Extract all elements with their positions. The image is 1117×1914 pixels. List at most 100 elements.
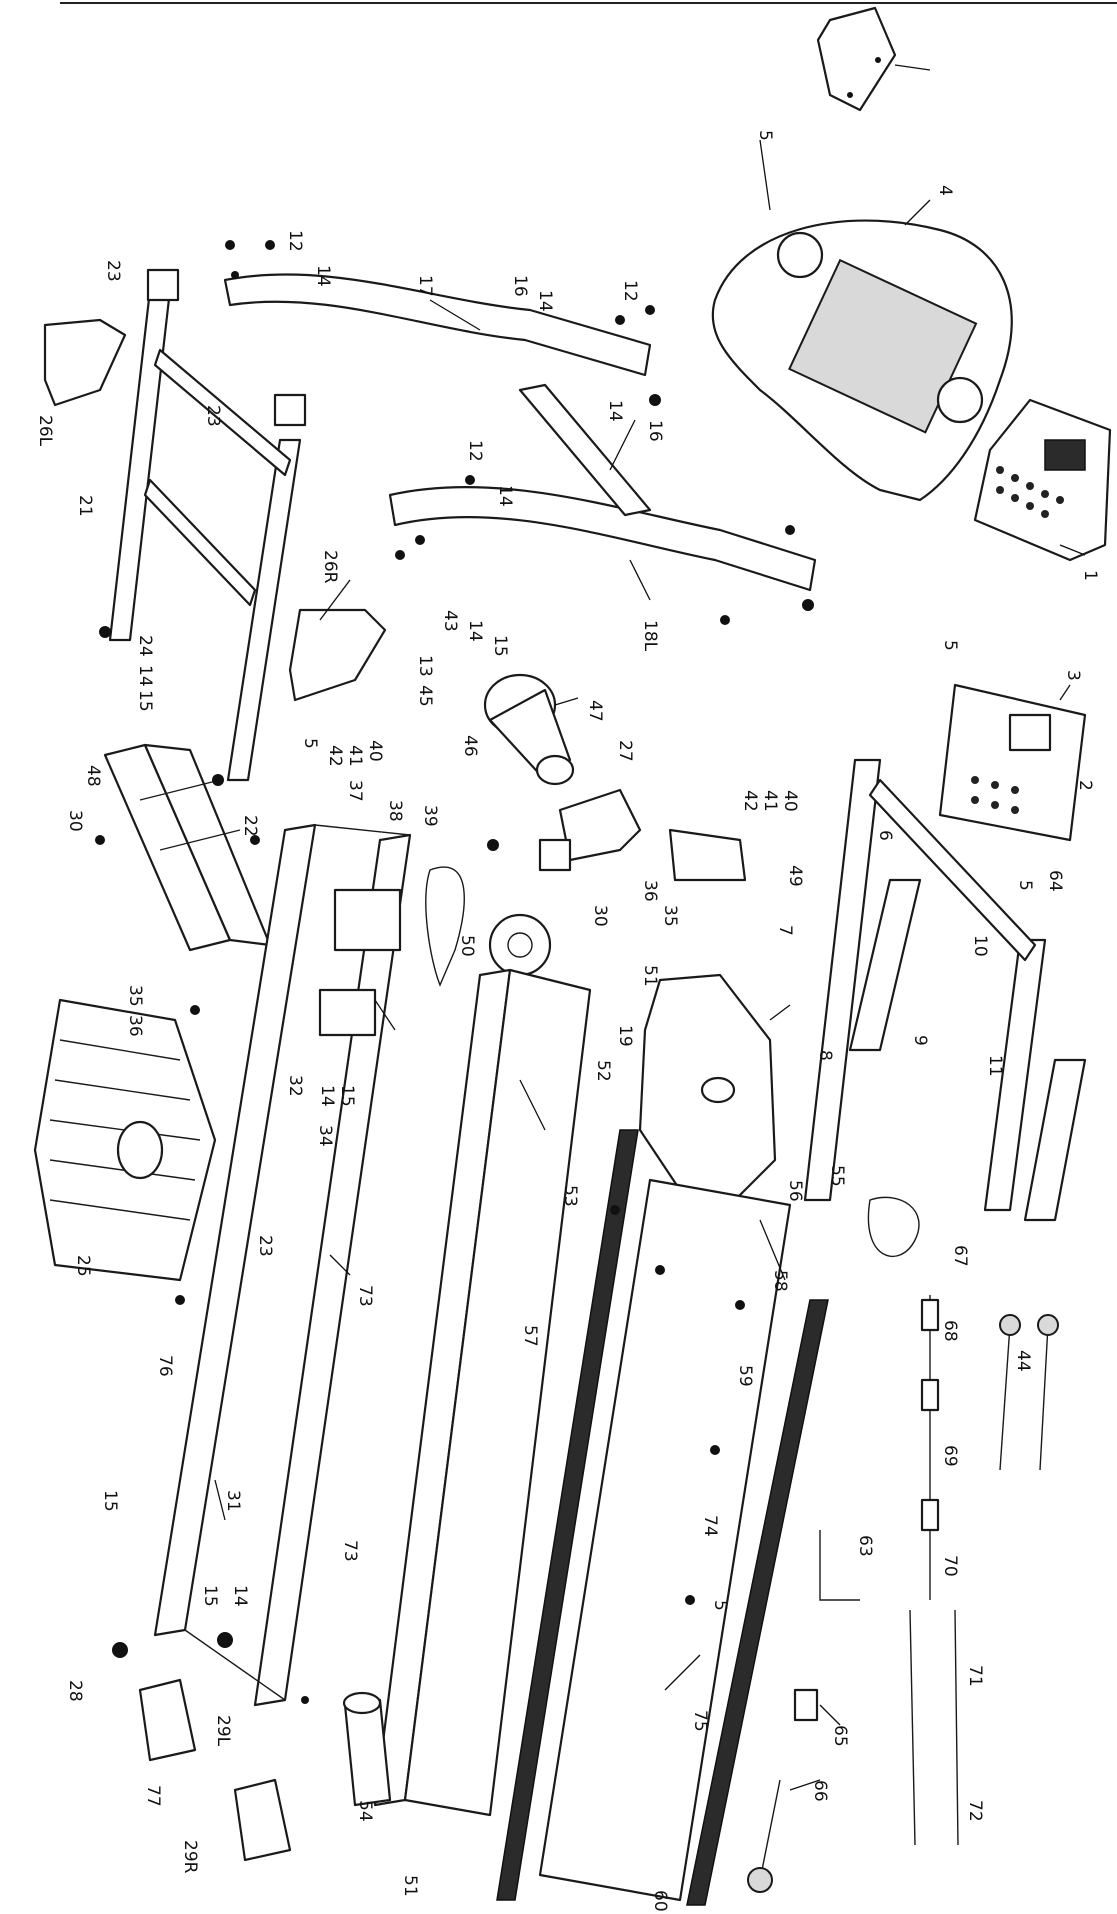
label-54: 54 (355, 1800, 375, 1822)
label-43: 43 (440, 610, 460, 632)
label-5: 5 (755, 130, 775, 141)
label-14a: 14 (313, 265, 333, 287)
label-40a: 40 (365, 740, 385, 762)
label-51a: 51 (640, 965, 660, 987)
label-16a: 16 (510, 275, 530, 297)
label-17: 16 (645, 420, 665, 442)
label-39: 39 (420, 805, 440, 827)
label-11: 11 (985, 1055, 1005, 1077)
label-42a: 42 (325, 745, 345, 767)
label-52: 52 (593, 1060, 613, 1082)
label-36a: 36 (640, 880, 660, 902)
label-15d: 15 (200, 1585, 220, 1607)
part-77-cover (816, 6, 897, 112)
label-53: 53 (560, 1185, 580, 1207)
label-14h: 14 (230, 1585, 250, 1607)
label-59: 59 (735, 1365, 755, 1387)
part-26R-side-cover (288, 608, 387, 702)
part-44-foot (999, 1314, 1059, 1471)
label-2: 2 (1075, 780, 1095, 791)
label-66: 68 (940, 1320, 960, 1342)
label-38: 38 (385, 800, 405, 822)
label-46: 46 (460, 735, 480, 757)
label-34: 34 (315, 1125, 335, 1147)
label-12b: 12 (620, 280, 640, 302)
label-27: 27 (615, 740, 635, 762)
label-5c: 5 (1015, 880, 1035, 891)
label-8: 8 (815, 1050, 835, 1061)
part-1-display-panel (973, 398, 1112, 562)
part-20-upright-frame (108, 268, 307, 782)
label-23b: 23 (255, 1235, 275, 1257)
label-42b: 42 (740, 790, 760, 812)
part-49-plate (668, 828, 747, 882)
part-9-grip (848, 878, 1087, 1222)
label-23a: 22 (240, 815, 260, 837)
label-30b: 30 (590, 905, 610, 927)
label-30a: 30 (65, 810, 85, 832)
part-29R-end-cap (233, 1778, 292, 1862)
part-6-handrail-frame (803, 758, 1047, 1212)
label-62: 64 (1045, 870, 1065, 892)
label-3: 3 (1063, 670, 1083, 681)
part-29L-end-cap (138, 1678, 197, 1762)
part-65-key (867, 1196, 920, 1257)
part-26L-side-cover (43, 318, 127, 407)
leader-lines (214, 64, 1086, 1791)
label-47: 47 (585, 700, 605, 722)
label-18L: 17 (415, 275, 435, 297)
label-14d: 14 (495, 485, 515, 507)
label-69: 71 (965, 1665, 985, 1687)
label-10: 10 (970, 935, 990, 957)
label-12c: 12 (465, 440, 485, 462)
part-52-pulley (488, 913, 552, 977)
part-48-base-frame (103, 743, 272, 952)
label-15a: 15 (490, 635, 510, 657)
label-65: 67 (950, 1245, 970, 1267)
part-25-deck-tray (33, 998, 217, 1282)
part-56-motor-hood (638, 973, 777, 1207)
label-37: 37 (345, 780, 365, 802)
label-29L: 29L (213, 1715, 233, 1747)
label-70: 72 (965, 1800, 985, 1822)
label-6: 6 (875, 830, 895, 841)
label-25: 25 (73, 1255, 93, 1277)
part-57-side-rail (496, 1129, 639, 1901)
label-49: 49 (785, 865, 805, 887)
label-16b: 15 (100, 1490, 120, 1512)
hardware-bolts (95, 240, 814, 1704)
part-18R-handlebar (388, 485, 817, 592)
label-26R: 26R (320, 550, 340, 584)
part-50-belt (425, 866, 465, 987)
label-45: 45 (415, 685, 435, 707)
label-48: 48 (83, 765, 103, 787)
label-5d: 5 (300, 738, 320, 749)
label-19: 19 (615, 1025, 635, 1047)
label-15b: 15 (135, 690, 155, 712)
part-54-rear-roller (342, 1691, 392, 1807)
label-31: 31 (223, 1490, 243, 1512)
label-29R: 29R (180, 1840, 200, 1874)
part-69-70-rods (909, 1609, 959, 1846)
label-71: 73 (355, 1285, 375, 1307)
label-14f: 14 (135, 665, 155, 687)
label-21: 23 (203, 405, 223, 427)
part-17-crossbar (518, 383, 652, 517)
part-60-side-rail (686, 1299, 829, 1906)
label-36b: 36 (125, 1015, 145, 1037)
label-55: 55 (827, 1165, 847, 1187)
label-57: 57 (520, 1325, 540, 1347)
label-56: 56 (785, 1180, 805, 1202)
label-1: 1 (1080, 570, 1100, 581)
label-5b: 5 (940, 640, 960, 651)
label-15c: 15 (337, 1085, 357, 1107)
label-68: 70 (940, 1555, 960, 1577)
part-27-motor-bracket (538, 788, 642, 872)
part-labels: 4 5 1 3 5 2 64 5 6 7 10 8 9 11 67 68 44 … (35, 130, 1100, 1912)
part-18L-handlebar (223, 273, 652, 377)
part-4-console (711, 219, 1013, 502)
label-35a: 35 (660, 905, 680, 927)
label-32: 32 (285, 1075, 305, 1097)
part-66-67-68-cables (920, 1295, 940, 1600)
